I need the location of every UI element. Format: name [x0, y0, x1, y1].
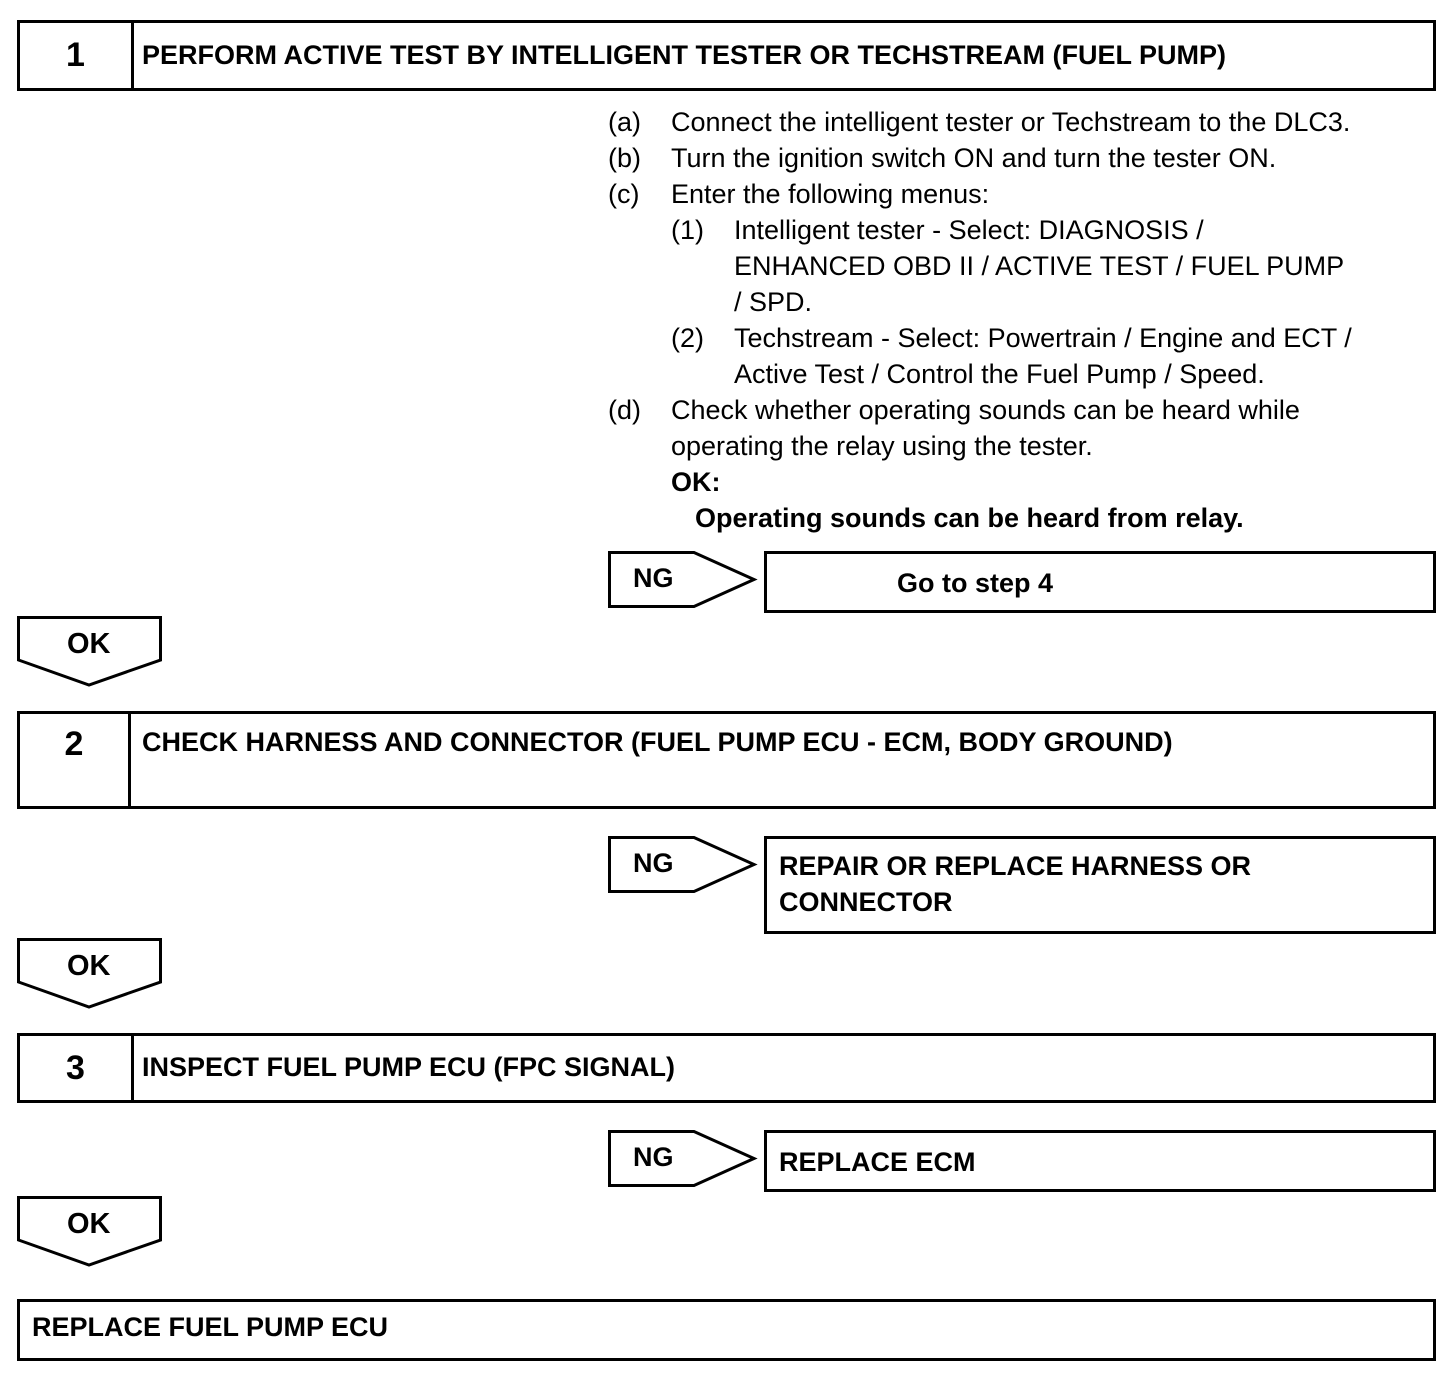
ng-result-2-line-2: CONNECTOR	[779, 887, 953, 917]
procedure-subitem-1-cont: ENHANCED OBD II / ACTIVE TEST / FUEL PUM…	[608, 248, 1448, 284]
procedure-item-d-cont: operating the relay using the tester.	[608, 428, 1448, 464]
ok-arrow-1	[17, 616, 162, 687]
ok-label-2: OK	[67, 950, 111, 982]
ng-label-1: NG	[633, 563, 674, 593]
procedure-label-b: (b)	[608, 143, 641, 173]
ok-criteria-spec-row: Operating sounds can be heard from relay…	[608, 500, 1448, 536]
procedure-subtext-1-line-3: / SPD.	[734, 287, 813, 317]
procedure-label-a: (a)	[608, 107, 641, 137]
procedure-sublabel-1: (1)	[671, 215, 704, 245]
ok-criteria-row: OK:	[608, 464, 1448, 500]
procedure-subtext-1-line-1: Intelligent tester - Select: DIAGNOSIS /	[734, 215, 1204, 245]
procedure-subtext-1-line-2: ENHANCED OBD II / ACTIVE TEST / FUEL PUM…	[734, 251, 1345, 281]
final-action-text: REPLACE FUEL PUMP ECU	[32, 1312, 389, 1342]
step-1-number: 1	[20, 23, 134, 88]
ok-label-3: OK	[67, 1208, 111, 1240]
step-3-title: INSPECT FUEL PUMP ECU (FPC SIGNAL)	[142, 1052, 676, 1082]
procedure-subtext-2-line-1: Techstream - Select: Powertrain / Engine…	[734, 323, 1352, 353]
procedure-text-d-line-2: operating the relay using the tester.	[671, 431, 1093, 461]
ng-result-3-text: REPLACE ECM	[779, 1147, 976, 1177]
ng-result-repair-harness[interactable]: REPAIR OR REPLACE HARNESS OR CONNECTOR	[764, 836, 1436, 934]
ng-result-1-text: Go to step 4	[897, 568, 1054, 598]
ng-label-2: NG	[633, 848, 674, 878]
step-2-header: 2 CHECK HARNESS AND CONNECTOR (FUEL PUMP…	[17, 711, 1436, 809]
step-3-header: 3 INSPECT FUEL PUMP ECU (FPC SIGNAL)	[17, 1033, 1436, 1103]
procedure-label-d: (d)	[608, 395, 641, 425]
ng-result-go-to-step-4[interactable]: Go to step 4	[764, 551, 1436, 613]
procedure-text-a: Connect the intelligent tester or Techst…	[671, 107, 1351, 137]
step-3-number: 3	[20, 1036, 134, 1100]
procedure-sublabel-2: (2)	[671, 323, 704, 353]
procedure-text-c: Enter the following menus:	[671, 179, 990, 209]
procedure-text-d-line-1: Check whether operating sounds can be he…	[671, 395, 1300, 425]
ng-arrow-3	[608, 1130, 758, 1187]
ok-criteria-spec: Operating sounds can be heard from relay…	[695, 503, 1244, 533]
procedure-item-c: (c) Enter the following menus:	[608, 176, 1448, 212]
procedure-subtext-2-line-2: Active Test / Control the Fuel Pump / Sp…	[734, 359, 1265, 389]
procedure-item-d: (d) Check whether operating sounds can b…	[608, 392, 1448, 428]
step-1-procedure: (a) Connect the intelligent tester or Te…	[608, 104, 1448, 536]
procedure-subitem-2-cont: Active Test / Control the Fuel Pump / Sp…	[608, 356, 1448, 392]
ng-result-2-line-1: REPAIR OR REPLACE HARNESS OR	[779, 851, 1252, 881]
ng-arrow-2	[608, 836, 758, 893]
ok-arrow-2	[17, 938, 162, 1009]
ok-criteria-label: OK:	[671, 467, 721, 497]
procedure-item-a: (a) Connect the intelligent tester or Te…	[608, 104, 1448, 140]
ok-arrow-3	[17, 1196, 162, 1267]
procedure-subitem-1: (1) Intelligent tester - Select: DIAGNOS…	[608, 212, 1448, 248]
procedure-label-c: (c)	[608, 179, 640, 209]
procedure-subitem-1-cont-2: / SPD.	[608, 284, 1448, 320]
ng-result-replace-ecm[interactable]: REPLACE ECM	[764, 1130, 1436, 1192]
step-2-title: CHECK HARNESS AND CONNECTOR (FUEL PUMP E…	[142, 727, 1173, 757]
step-1-header: 1 PERFORM ACTIVE TEST BY INTELLIGENT TES…	[17, 20, 1436, 91]
ok-label-1: OK	[67, 628, 111, 660]
step-2-number: 2	[20, 714, 131, 806]
ng-arrow-1	[608, 551, 758, 608]
step-1-title: PERFORM ACTIVE TEST BY INTELLIGENT TESTE…	[142, 40, 1227, 70]
procedure-item-b: (b) Turn the ignition switch ON and turn…	[608, 140, 1448, 176]
ng-label-3: NG	[633, 1142, 674, 1172]
final-action-box[interactable]: REPLACE FUEL PUMP ECU	[17, 1299, 1436, 1361]
procedure-text-b: Turn the ignition switch ON and turn the…	[671, 143, 1277, 173]
procedure-subitem-2: (2) Techstream - Select: Powertrain / En…	[608, 320, 1448, 356]
